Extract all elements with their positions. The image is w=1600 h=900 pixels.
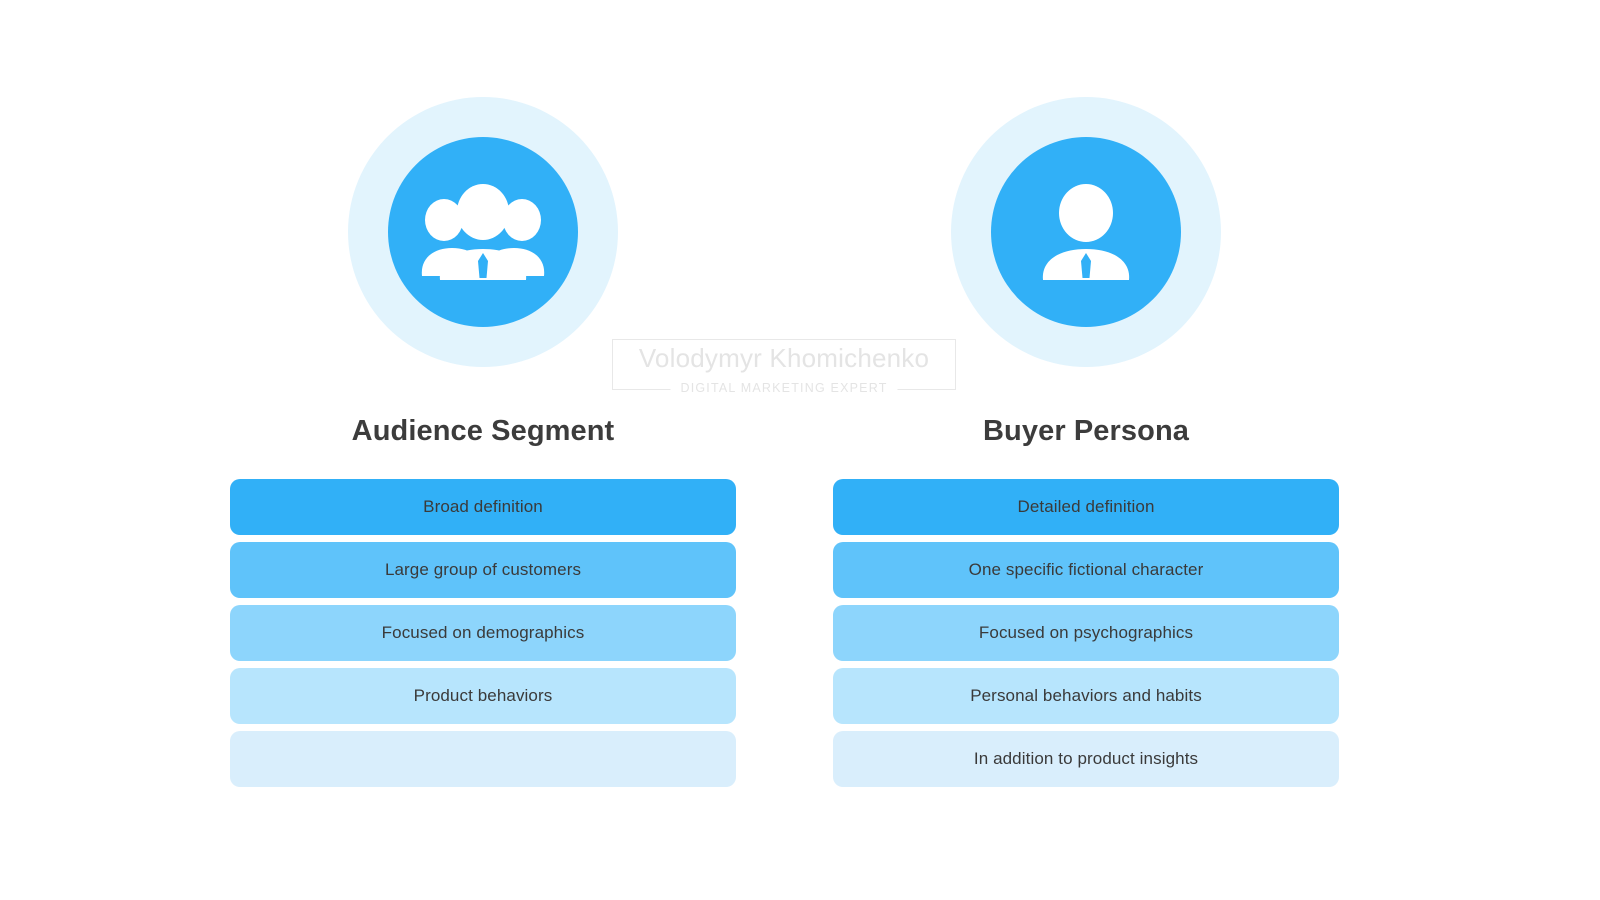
people-group-icon: [421, 184, 545, 280]
watermark-name: Volodymyr Khomichenko: [638, 343, 930, 373]
bar-label: In addition to product insights: [973, 749, 1199, 768]
bar-item[interactable]: Product behaviors: [230, 668, 736, 724]
bar-item[interactable]: Broad definition: [230, 479, 736, 535]
bar-item[interactable]: In addition to product insights: [833, 731, 1339, 787]
single-person-icon: [1042, 184, 1130, 280]
bar-label: Large group of customers: [384, 560, 582, 579]
bar-label: Broad definition: [423, 497, 543, 516]
bar-item[interactable]: Detailed definition: [833, 479, 1339, 535]
bar-item[interactable]: Personal behaviors and habits: [833, 668, 1339, 724]
column-heading-audience-segment: Audience Segment: [351, 415, 615, 447]
bar-label: Focused on demographics: [381, 623, 585, 642]
bar-item-empty[interactable]: [230, 731, 736, 787]
icon-circle: [388, 137, 578, 327]
bar-item[interactable]: Focused on demographics: [230, 605, 736, 661]
icon-circle: [991, 137, 1181, 327]
buyer-persona-icon-badge: [951, 97, 1221, 367]
bar-stack-buyer-persona: Detailed definition One specific fiction…: [833, 479, 1339, 787]
bar-label: Personal behaviors and habits: [970, 686, 1202, 705]
bar-label: One specific fictional character: [968, 560, 1204, 579]
bar-item[interactable]: One specific fictional character: [833, 542, 1339, 598]
bar-item[interactable]: Large group of customers: [230, 542, 736, 598]
bar-label: Focused on psychographics: [978, 623, 1194, 642]
bar-label: Detailed definition: [1017, 497, 1155, 516]
watermark: Volodymyr Khomichenko DIGITAL MARKETING …: [612, 339, 956, 395]
bar-stack-audience-segment: Broad definition Large group of customer…: [230, 479, 736, 787]
audience-segment-icon-badge: [348, 97, 618, 367]
bar-item[interactable]: Focused on psychographics: [833, 605, 1339, 661]
watermark-subtitle: DIGITAL MARKETING EXPERT: [670, 381, 898, 395]
bar-label: Product behaviors: [413, 686, 553, 705]
column-heading-buyer-persona: Buyer Persona: [983, 415, 1189, 447]
